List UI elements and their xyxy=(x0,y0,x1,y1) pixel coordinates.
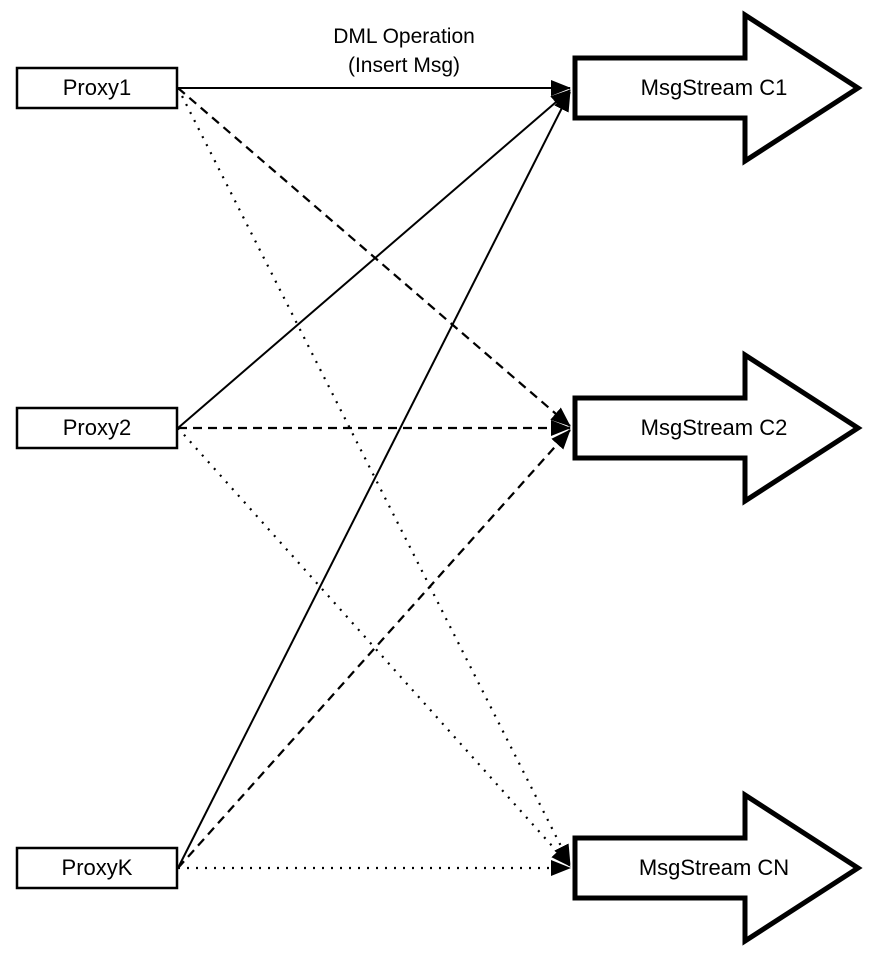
annotation-line2: (Insert Msg) xyxy=(348,54,460,77)
msgstream-cn-arrow xyxy=(572,790,863,946)
msgstream-cn-node: MsgStream CN xyxy=(572,790,863,946)
msgstream-c2-arrow xyxy=(572,350,863,506)
proxy2-node: Proxy2 xyxy=(15,406,179,450)
msgstream-c1-node: MsgStream C1 xyxy=(572,10,863,166)
connector-proxy1-to-c2 xyxy=(177,87,571,427)
proxyk-box xyxy=(15,846,179,890)
msgstream-c1-arrow xyxy=(572,10,863,166)
msgstream-c1-label: MsgStream C1 xyxy=(641,75,788,100)
annotation-line1: DML Operation xyxy=(333,25,475,48)
proxyk-label: ProxyK xyxy=(62,855,133,880)
proxy2-box xyxy=(15,406,179,450)
proxyk-node: ProxyK xyxy=(15,846,179,890)
connector-proxy2-to-cn xyxy=(177,427,571,867)
connector-proxy2-to-c1 xyxy=(177,89,571,429)
proxy1-node: Proxy1 xyxy=(15,66,179,110)
proxy1-label: Proxy1 xyxy=(63,75,131,100)
msgstream-c2-label: MsgStream C2 xyxy=(641,415,788,440)
msgstream-cn-label: MsgStream CN xyxy=(639,855,789,880)
connectors xyxy=(177,80,571,876)
connector-proxyk-to-c2 xyxy=(177,429,571,869)
msgstream-c2-node: MsgStream C2 xyxy=(572,350,863,506)
connector-proxy1-to-cn xyxy=(177,87,571,865)
proxy1-box xyxy=(15,66,179,110)
connector-proxyk-to-c1 xyxy=(177,91,571,869)
annotation: DML Operation (Insert Msg) xyxy=(333,25,475,77)
proxy2-label: Proxy2 xyxy=(63,415,131,440)
